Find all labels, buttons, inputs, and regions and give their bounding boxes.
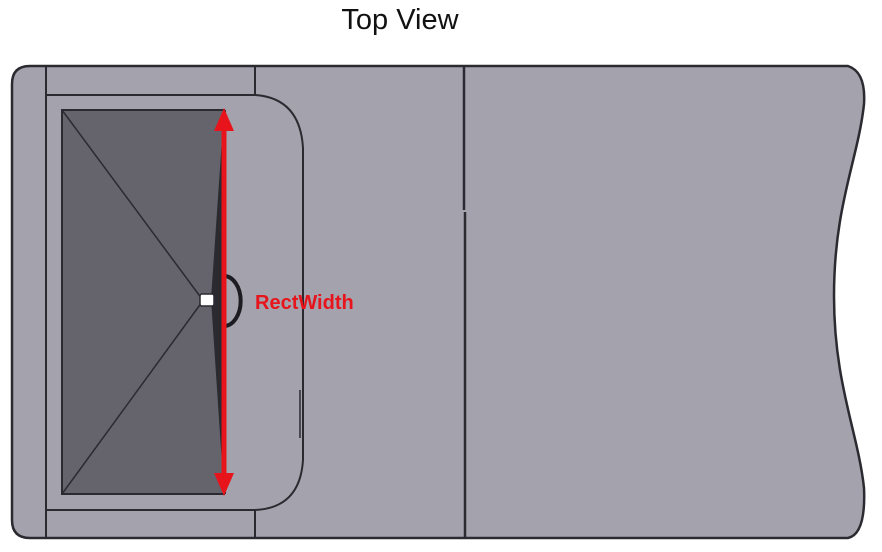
pocket-diagonal-top: [61, 109, 203, 300]
section-divider: [462, 66, 467, 538]
rect-width-label: RectWidth: [255, 292, 354, 314]
arrowhead-bottom-icon: [214, 473, 234, 496]
rect-pocket: [61, 109, 225, 495]
view-title: Top View: [341, 4, 459, 36]
center-pin: [199, 293, 215, 307]
pocket-diagonal-bottom: [61, 301, 203, 495]
rect-width-dimension: [214, 108, 234, 496]
center-notch-arc: [223, 274, 243, 328]
arrowhead-top-icon: [214, 108, 234, 131]
recess-outline: [46, 94, 304, 511]
